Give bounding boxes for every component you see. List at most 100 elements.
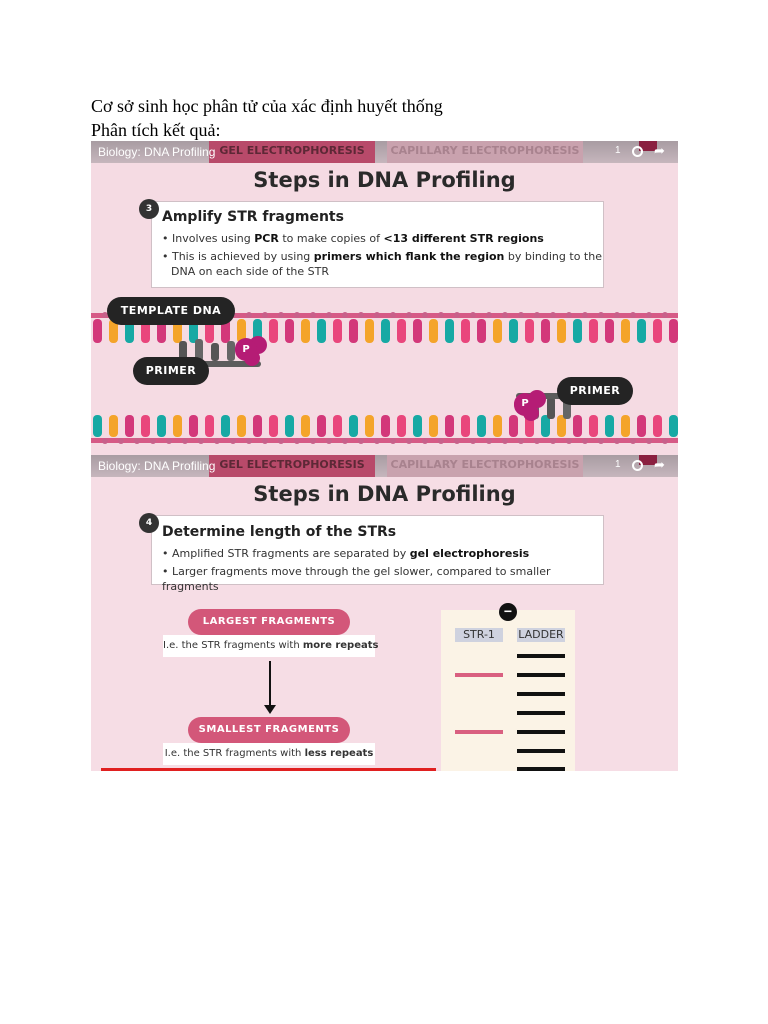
nucleotide <box>173 415 182 437</box>
backbone-bead <box>406 438 412 444</box>
backbone-bead <box>246 438 252 444</box>
share-icon[interactable]: ➦ <box>654 457 665 472</box>
nucleotide <box>413 415 422 437</box>
video-counter: 1 <box>615 145 621 156</box>
nucleotide <box>237 319 246 343</box>
nucleotide <box>317 415 326 437</box>
backbone-bead <box>326 312 332 318</box>
phosphate-label-left: P <box>235 339 257 361</box>
backbone-bead <box>486 438 492 444</box>
backbone-bead <box>262 312 268 318</box>
nucleotide <box>109 415 118 437</box>
backbone-bead <box>470 438 476 444</box>
nucleotide <box>141 319 150 343</box>
step-title: Amplify STR fragments <box>162 209 344 225</box>
col-ladder: LADDER <box>517 628 565 642</box>
nucleotide <box>381 319 390 343</box>
backbone-bead <box>262 438 268 444</box>
nucleotide <box>573 415 582 437</box>
backbone-bead <box>438 312 444 318</box>
watch-later-icon[interactable] <box>632 146 643 157</box>
backbone-bead <box>662 312 668 318</box>
backbone-bead <box>374 312 380 318</box>
slide-title: Steps in DNA Profiling <box>253 168 516 192</box>
slide-title: Steps in DNA Profiling <box>253 482 516 506</box>
backbone-bead <box>630 438 636 444</box>
tab-gel-electrophoresis[interactable]: GEL ELECTROPHORESIS <box>209 141 375 163</box>
gel: STR-1 LADDER <box>441 610 575 771</box>
nucleotide <box>589 415 598 437</box>
nucleotide <box>605 415 614 437</box>
progress-marker <box>639 141 657 151</box>
tab-capillary-electrophoresis[interactable]: CAPILLARY ELECTROPHORESIS <box>387 455 583 477</box>
backbone-bead <box>550 312 556 318</box>
tab-gel-electrophoresis[interactable]: GEL ELECTROPHORESIS <box>209 455 375 477</box>
backbone-bead <box>134 438 140 444</box>
nucleotide <box>461 415 470 437</box>
backbone-bead <box>342 312 348 318</box>
backbone-bead <box>550 438 556 444</box>
nucleotide <box>525 319 534 343</box>
video-progress-bar[interactable] <box>101 768 436 771</box>
step-4-box: Determine length of the STRs • Amplified… <box>151 515 604 593</box>
backbone-bead <box>358 438 364 444</box>
backbone-bead <box>150 438 156 444</box>
progress-marker <box>639 455 657 465</box>
nucleotide <box>637 319 646 343</box>
nucleotide <box>349 415 358 437</box>
backbone-bead <box>294 312 300 318</box>
backbone-bead <box>358 312 364 318</box>
ladder-band <box>517 730 565 734</box>
ladder-band <box>517 711 565 715</box>
backbone-bead <box>438 438 444 444</box>
nucleotide <box>189 319 198 343</box>
video-top-bar: GEL ELECTROPHORESIS CAPILLARY ELECTROPHO… <box>91 141 678 163</box>
nucleotide <box>301 319 310 343</box>
bullet-2: • This is achieved by using primers whic… <box>162 250 602 263</box>
backbone-bead <box>182 438 188 444</box>
video-title[interactable]: Biology: DNA Profiling <box>98 145 216 159</box>
heading-line-1: Cơ sở sinh học phân tử của xác định huyế… <box>91 96 443 116</box>
backbone-bead <box>390 312 396 318</box>
col-str-1: STR-1 <box>455 628 503 642</box>
tab-capillary-electrophoresis[interactable]: CAPILLARY ELECTROPHORESIS <box>387 141 583 163</box>
share-icon[interactable]: ➦ <box>654 143 665 158</box>
backbone-bead <box>326 438 332 444</box>
nucleotide <box>461 319 470 343</box>
str-band <box>455 730 503 734</box>
nucleotide <box>109 319 118 343</box>
phosphate-label-right: P <box>514 393 536 415</box>
video-counter: 1 <box>615 459 621 470</box>
nucleotide <box>333 319 342 343</box>
backbone-bead <box>566 312 572 318</box>
backbone-bead <box>198 438 204 444</box>
backbone-bead <box>566 438 572 444</box>
nucleotide <box>493 319 502 343</box>
watch-later-icon[interactable] <box>632 460 643 471</box>
backbone-bead <box>502 438 508 444</box>
largest-fragments-desc: I.e. the STR fragments with more repeats <box>163 635 378 657</box>
backbone-bead <box>614 438 620 444</box>
nucleotide <box>669 319 678 343</box>
backbone-bead <box>390 438 396 444</box>
nucleotide <box>509 415 518 437</box>
nucleotide <box>653 415 662 437</box>
nucleotide <box>621 319 630 343</box>
nucleotide <box>285 415 294 437</box>
nucleotide <box>413 319 422 343</box>
backbone-bead <box>646 312 652 318</box>
video-title[interactable]: Biology: DNA Profiling <box>98 459 216 473</box>
backbone <box>91 438 678 443</box>
nucleotide <box>173 319 182 343</box>
nucleotide <box>445 319 454 343</box>
backbone-bead <box>454 312 460 318</box>
nucleotide <box>221 415 230 437</box>
primer-label-left: PRIMER <box>133 357 209 385</box>
backbone-bead <box>582 438 588 444</box>
nucleotide <box>141 415 150 437</box>
largest-fragments-label: LARGEST FRAGMENTS <box>188 609 350 635</box>
backbone-bead <box>614 312 620 318</box>
backbone-bead <box>662 438 668 444</box>
nucleotide <box>333 415 342 437</box>
negative-electrode-icon: − <box>499 603 517 621</box>
